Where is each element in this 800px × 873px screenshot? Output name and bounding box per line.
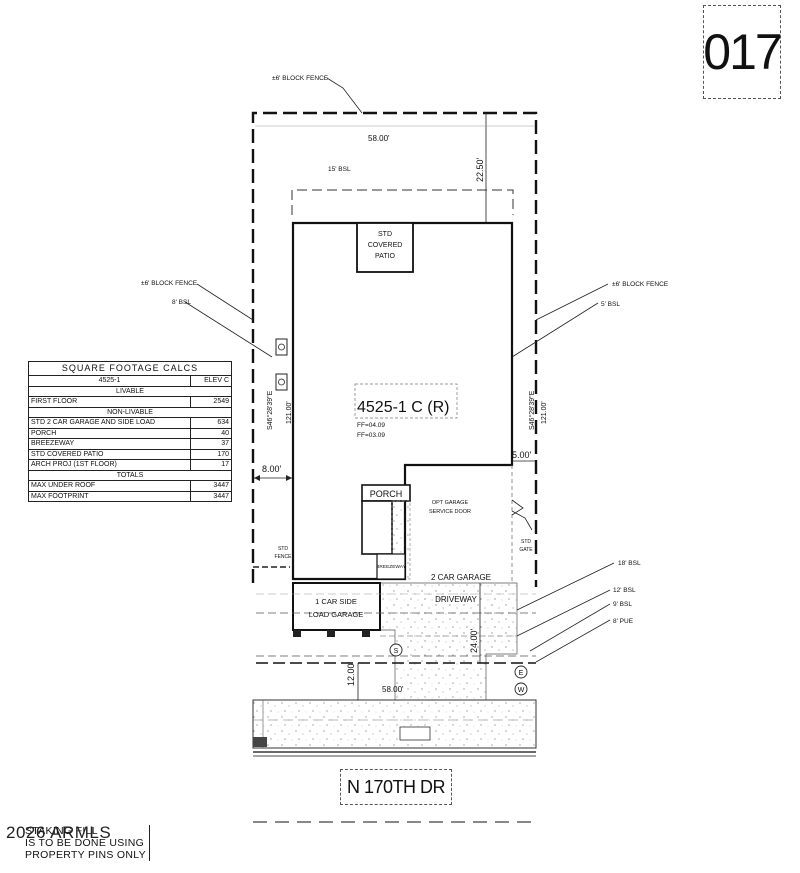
ff-value-1: FF=04.09 — [357, 422, 385, 429]
fence-right-label: ±6' BLOCK FENCE — [612, 281, 669, 288]
std-gate-line-1: STD — [521, 539, 531, 545]
one-car-garage-line-2: LOAD GARAGE — [309, 610, 364, 619]
copyright-watermark: 2026 ARMLS — [6, 823, 112, 842]
lot-number: 017 — [703, 5, 783, 99]
table-plan: 4525-1 — [28, 375, 191, 387]
bsl-18-leader — [516, 562, 615, 611]
sidewalk — [252, 699, 537, 749]
electric-label: E — [519, 670, 524, 677]
sewer-label: S — [394, 648, 399, 655]
breezeway — [376, 553, 406, 580]
bsl-9-label: 9' BSL — [613, 601, 632, 608]
pue-8-label: 8' PUE — [613, 618, 634, 625]
bsl-left-leader — [184, 301, 273, 358]
ff-value-2: FF=03.09 — [357, 432, 385, 439]
covered-patio — [356, 222, 414, 273]
service-door-swing — [511, 499, 524, 516]
bsl-right-leader — [511, 302, 599, 358]
table-elevation: ELEV C — [190, 375, 232, 387]
water-label: W — [518, 687, 525, 694]
bsl-15-label: 15' BSL — [328, 166, 351, 173]
left-side-bearing: S46°28'39"E — [266, 390, 274, 430]
rear-setback-label: 22.50' — [475, 157, 485, 182]
fence-top-label: ±6' BLOCK FENCE — [272, 75, 329, 82]
water-marker-icon — [514, 682, 528, 696]
fence-right-leader — [535, 283, 609, 321]
two-car-garage-label: 2 CAR GARAGE — [431, 573, 491, 582]
std-fence-line-2: FENCE — [275, 554, 293, 560]
front-setback-label: 12.00' — [346, 661, 356, 686]
pue-leader — [535, 619, 611, 663]
bsl-8-label: 8' BSL — [172, 299, 191, 306]
note-line-3: PROPERTY PINS ONLY — [25, 849, 146, 861]
breezeway-label: BREEZEWAY — [376, 564, 406, 570]
opt-garage-door-line-2: SERVICE DOOR — [429, 509, 471, 515]
covered-patio-line-1: STD — [378, 231, 392, 238]
one-car-garage-line-1: 1 CAR SIDE — [315, 597, 357, 606]
totals-header: TOTALS — [28, 469, 232, 481]
covered-patio-line-3: PATIO — [375, 253, 396, 260]
bsl-5-label: 5' BSL — [601, 301, 620, 308]
sewer-marker-icon — [389, 643, 403, 657]
porch-wall — [361, 500, 393, 555]
porch-label: PORCH — [370, 489, 403, 499]
right-offset-label: 5.00' — [512, 450, 532, 460]
house-footprint — [291, 221, 514, 581]
right-side-length: 121.00' — [541, 401, 548, 424]
street-name: N 170TH DR — [340, 769, 452, 805]
plan-label: 4525-1 C (R) — [357, 399, 449, 416]
one-car-garage — [292, 582, 381, 631]
table-row: ARCH PROJ (1ST FLOOR)17 — [28, 459, 232, 471]
note-line-2: IS TO BE DONE USING — [25, 837, 145, 849]
fence-left-leader — [196, 283, 254, 321]
bsl-12-leader — [516, 589, 611, 637]
table-title: SQUARE FOOTAGE CALCS — [28, 361, 232, 376]
driveway-depth-label: 24.00' — [469, 628, 479, 653]
std-fence-line-1: STD — [278, 546, 288, 552]
electric-marker-icon — [514, 665, 528, 679]
gate-swing — [511, 510, 533, 531]
covered-patio-line-2: COVERED — [368, 242, 403, 249]
ac-unit-icon — [275, 338, 288, 356]
note-line-1: STAKING FILL — [25, 825, 98, 837]
opt-garage-door-line-1: OPT GARAGE — [432, 500, 469, 506]
left-side-length: 121.00' — [286, 401, 293, 424]
driveway-label: DRIVEWAY — [435, 595, 477, 604]
ac-unit-icon — [275, 373, 288, 391]
plan-label-box — [354, 383, 458, 419]
top-width-label: 58.00' — [368, 134, 390, 143]
lot-boundary-fence — [251, 111, 538, 587]
bottom-width-label: 58.00' — [382, 685, 404, 694]
fence-left-label: ±6' BLOCK FENCE — [141, 280, 198, 287]
bsl-9-leader — [529, 603, 611, 652]
right-side-bearing: S46°28'39"E — [528, 390, 536, 430]
fence-top-leader — [326, 77, 363, 114]
left-offset-label: 8.00' — [262, 464, 282, 474]
rear-setback-line — [291, 189, 514, 215]
std-gate-line-2: GATE — [519, 547, 533, 553]
livable-header: LIVABLE — [28, 385, 232, 397]
bsl-18-label: 18' BSL — [618, 560, 641, 567]
staking-note: STAKING FILL IS TO BE DONE USING PROPERT… — [25, 825, 150, 861]
non-livable-header: NON-LIVABLE — [28, 406, 232, 418]
bsl-12-label: 12' BSL — [613, 587, 636, 594]
